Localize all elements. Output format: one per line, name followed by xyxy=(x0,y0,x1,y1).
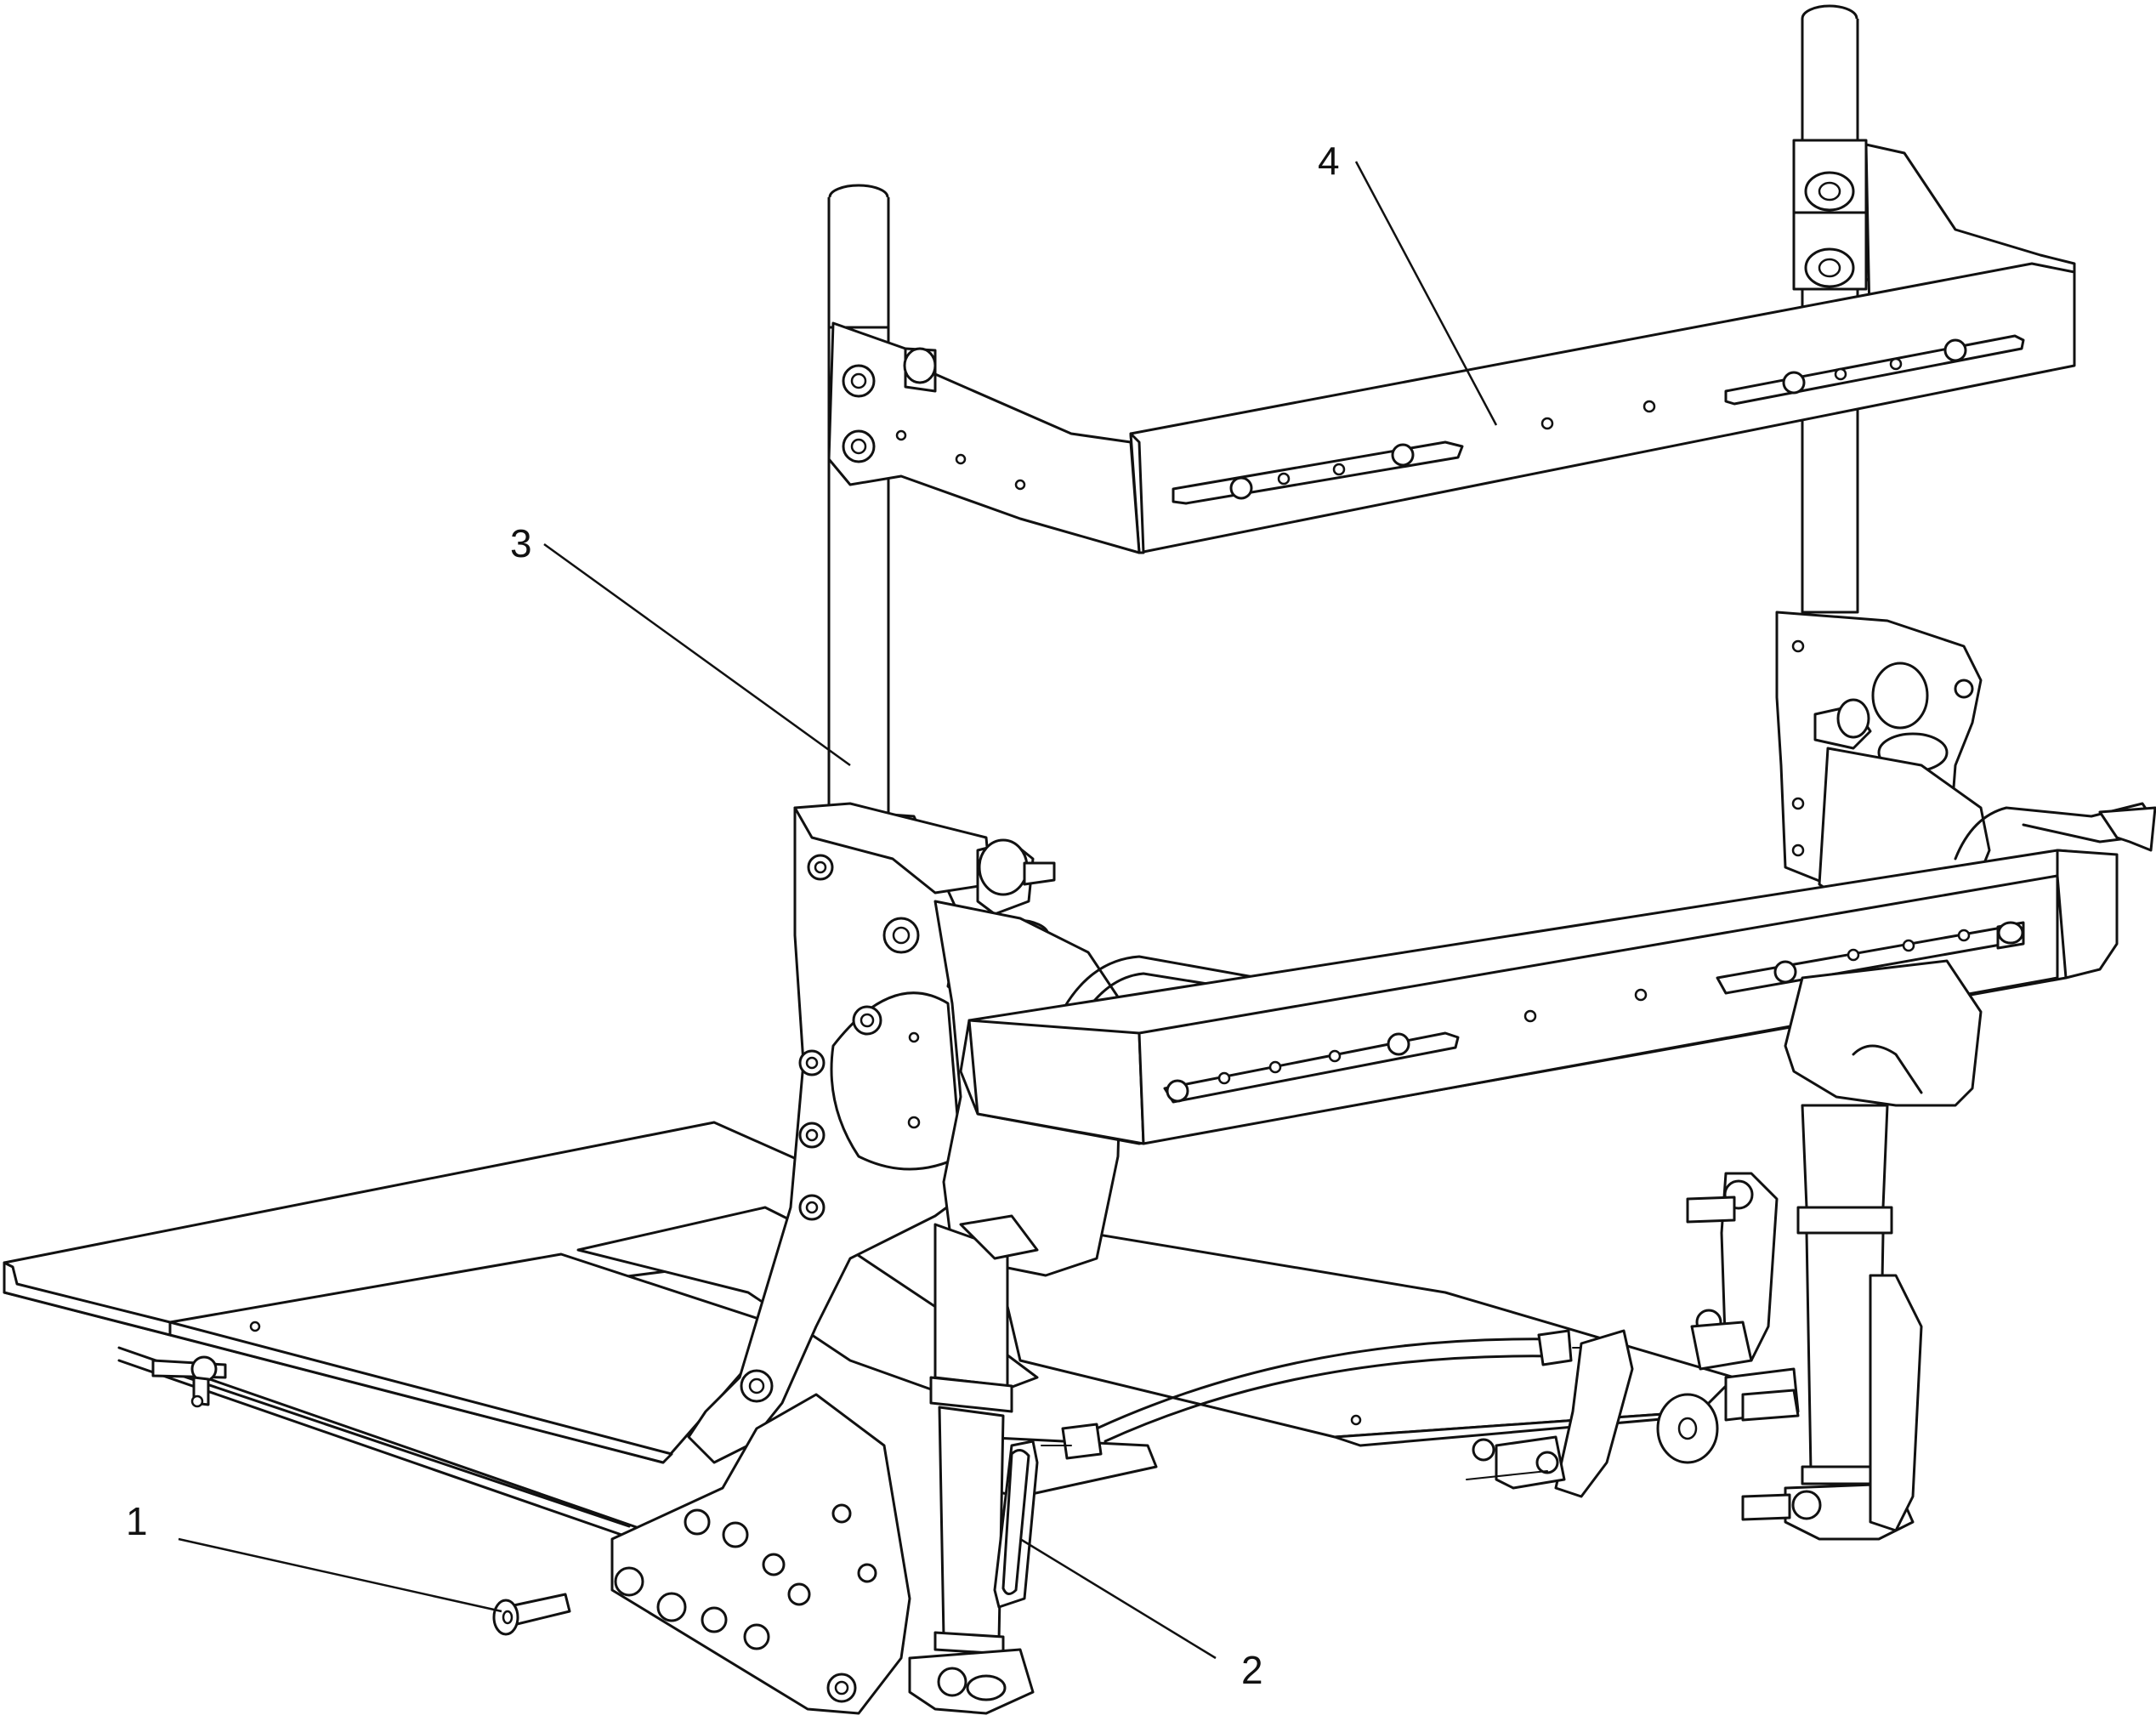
tilt-lock-bracket xyxy=(993,1440,1039,1609)
callout-2: 2 xyxy=(1241,1648,1263,1692)
release-cable xyxy=(1041,1329,1595,1460)
callout-4: 4 xyxy=(1318,139,1340,183)
callout-leaders xyxy=(178,161,1498,1660)
right-seat-mount-block xyxy=(1784,959,1983,1107)
left-backrest-tube xyxy=(827,184,1141,835)
callout-3: 3 xyxy=(510,521,532,565)
countersunk-screw xyxy=(492,1593,571,1636)
leader-4 xyxy=(1354,161,1498,426)
right-release-lever xyxy=(1466,1329,1634,1498)
lower-seat-crossbar xyxy=(959,849,2119,1145)
callout-1: 1 xyxy=(126,1499,148,1543)
left-tilt-actuator xyxy=(908,1214,1039,1715)
left-foot-mount-plate xyxy=(610,1369,911,1715)
leader-1 xyxy=(178,1537,502,1613)
upper-backrest-crossbar xyxy=(1129,262,2076,554)
callout-labels: 1 2 3 4 xyxy=(126,139,1340,1692)
right-tilt-actuator xyxy=(1656,1104,1923,1541)
leader-3 xyxy=(543,542,851,767)
leader-2 xyxy=(1019,1537,1217,1660)
